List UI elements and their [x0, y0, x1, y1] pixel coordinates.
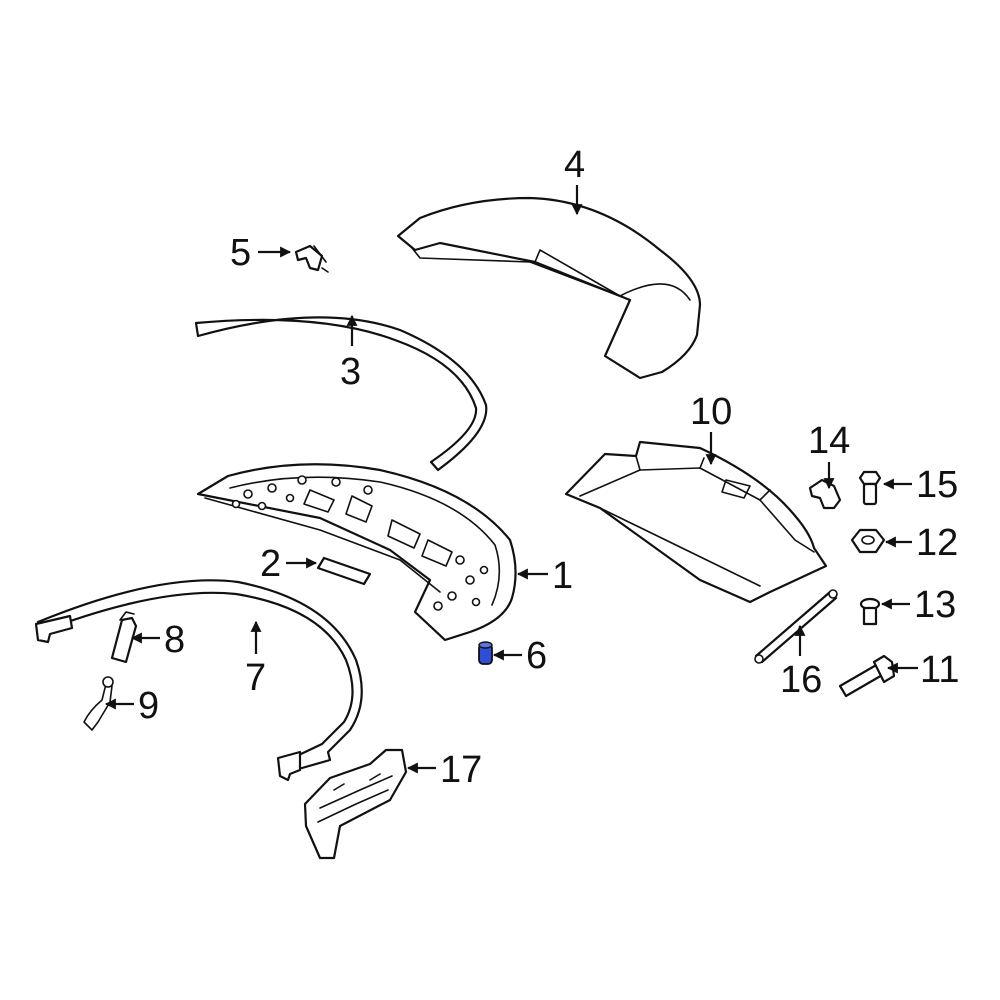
- callout-17: 17: [406, 749, 482, 791]
- svg-text:15: 15: [916, 464, 958, 506]
- callout-13: 13: [880, 584, 956, 626]
- part-17-bracket-assembly[interactable]: [303, 748, 408, 860]
- part-8-clip[interactable]: [110, 611, 138, 664]
- callout-10: 10: [690, 391, 732, 466]
- svg-text:12: 12: [916, 522, 958, 564]
- part-16-strut-rod[interactable]: [754, 589, 838, 664]
- part-6-bumper[interactable]: [478, 641, 493, 665]
- callout-6: 6: [492, 635, 547, 677]
- svg-text:11: 11: [920, 649, 959, 691]
- callout-2: 2: [260, 543, 318, 585]
- svg-text:5: 5: [230, 232, 251, 274]
- svg-text:14: 14: [808, 420, 850, 462]
- svg-text:3: 3: [340, 351, 361, 393]
- svg-text:7: 7: [245, 657, 266, 699]
- callout-11: 11: [886, 649, 959, 691]
- callout-7: 7: [245, 620, 266, 699]
- part-14-clip[interactable]: [808, 478, 842, 510]
- part-12-nut[interactable]: [850, 528, 886, 554]
- part-7-seal[interactable]: [34, 579, 363, 782]
- part-2-strip[interactable]: [316, 556, 372, 586]
- callout-4: 4: [564, 144, 585, 216]
- callout-14: 14: [808, 420, 850, 490]
- part-11-long-bolt[interactable]: [838, 654, 896, 698]
- svg-text:9: 9: [138, 685, 159, 727]
- svg-text:4: 4: [564, 144, 585, 186]
- svg-text:10: 10: [690, 391, 732, 433]
- callout-8: 8: [130, 619, 185, 661]
- part-13-push-pin[interactable]: [859, 597, 881, 626]
- callout-1: 1: [516, 555, 573, 597]
- part-1-tonneau-panel[interactable]: [196, 463, 517, 642]
- svg-text:1: 1: [552, 555, 573, 597]
- part-10-rear-panel[interactable]: [564, 440, 828, 604]
- svg-text:8: 8: [164, 619, 185, 661]
- svg-text:16: 16: [780, 659, 822, 701]
- callout-12: 12: [884, 522, 958, 564]
- callout-9: 9: [104, 685, 159, 727]
- part-3-weatherstrip[interactable]: [194, 316, 488, 472]
- svg-text:17: 17: [440, 749, 482, 791]
- callout-3: 3: [340, 314, 361, 393]
- svg-text:2: 2: [260, 543, 281, 585]
- callout-15: 15: [882, 464, 958, 506]
- callout-5: 5: [230, 232, 292, 274]
- callout-16: 16: [780, 624, 822, 701]
- part-15-bolt[interactable]: [858, 470, 882, 506]
- svg-text:6: 6: [526, 635, 547, 677]
- part-4-top-cover[interactable]: [396, 196, 702, 380]
- svg-text:13: 13: [914, 584, 956, 626]
- part-5-bracket[interactable]: [294, 244, 329, 273]
